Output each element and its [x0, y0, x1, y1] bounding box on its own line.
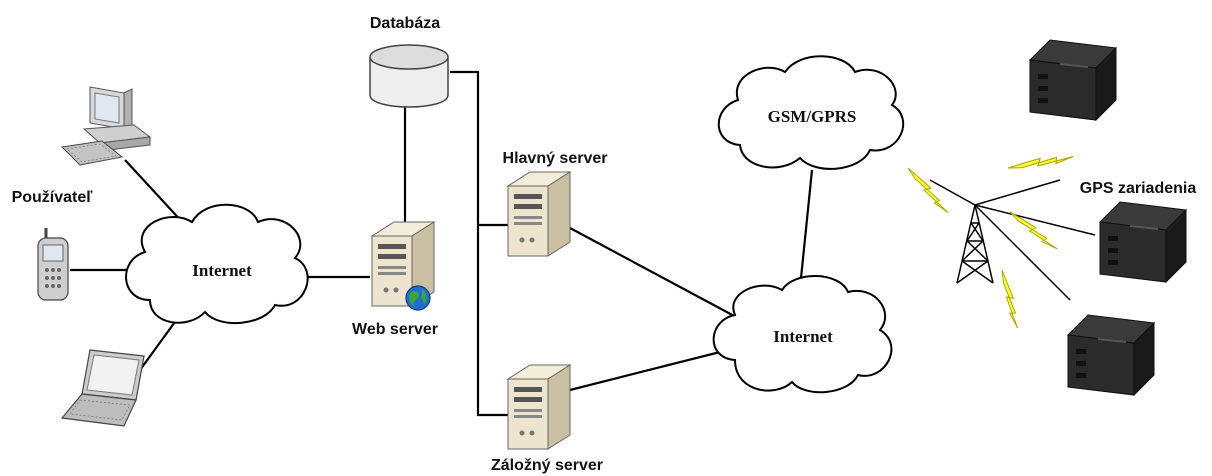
globe-icon — [405, 285, 431, 311]
label-gps-zariadenia: GPS zariadenia — [1080, 180, 1197, 197]
cloud-gsm-gprs: GSM/GPRS — [717, 55, 905, 170]
laptop-icon — [60, 349, 145, 427]
gps-device-icon-1 — [1029, 39, 1117, 121]
link-internet-gsm — [798, 169, 814, 289]
cell-tower-icon — [929, 179, 1096, 301]
connection-lines — [70, 70, 814, 417]
cloud-internet-left: Internet — [125, 203, 309, 325]
gps-device-icon-3 — [1067, 314, 1155, 396]
link-desktop-internet — [124, 159, 186, 226]
link-backupserver-internet — [569, 348, 729, 392]
lightning-icon — [898, 130, 1074, 329]
label-web-server: Web server — [352, 321, 438, 338]
label-pouzivatel: Používateľ — [12, 189, 94, 206]
gps-device-icon-2 — [1099, 201, 1187, 283]
cloud-label-internet-left: Internet — [192, 261, 252, 280]
server-icon-backup — [507, 364, 571, 450]
link-laptop-internet — [139, 314, 181, 371]
desktop-computer-icon — [60, 86, 152, 166]
cloud-internet-right: Internet — [712, 275, 893, 394]
label-databaza: Databáza — [370, 15, 440, 32]
label-zalozny-server: Záložný server — [491, 457, 603, 474]
cloud-label-internet-right: Internet — [773, 327, 833, 346]
mobile-phone-icon — [37, 228, 69, 301]
server-icon-main — [507, 171, 571, 257]
label-hlavny-server: Hlavný server — [503, 150, 608, 167]
database-icon — [369, 44, 449, 108]
cloud-label-gsm-gprs: GSM/GPRS — [768, 107, 857, 126]
link-database-bus — [450, 70, 508, 417]
link-mainserver-internet — [569, 227, 739, 319]
